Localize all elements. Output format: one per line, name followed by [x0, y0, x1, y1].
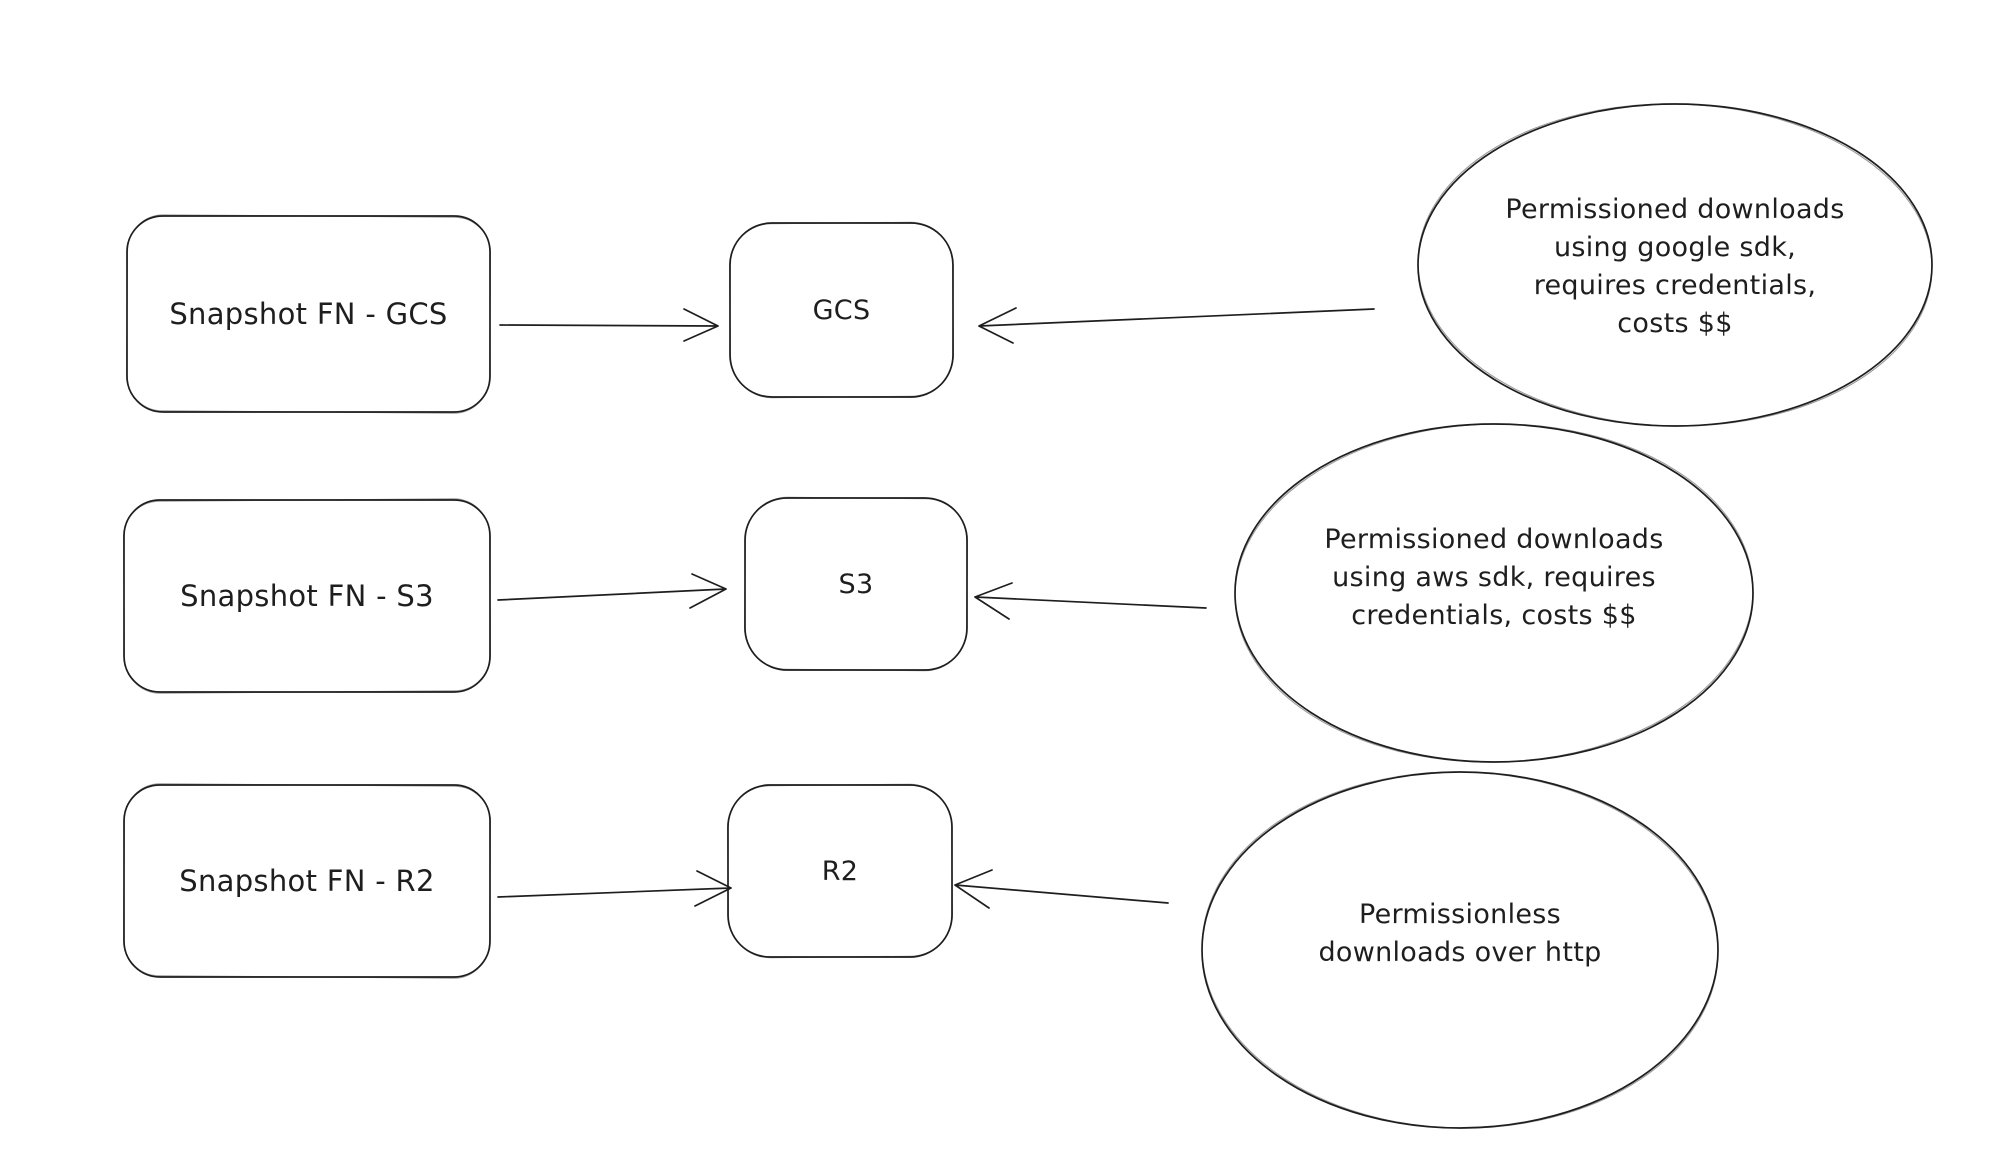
flow-arrow-r2 — [497, 870, 732, 907]
source-box-s3 — [122, 498, 492, 694]
target-box-gcs-label: GCS — [812, 294, 871, 326]
source-box-r2 — [122, 783, 492, 979]
target-box-r2-label: R2 — [821, 855, 859, 887]
note-arrow-gcs — [978, 307, 1375, 344]
note-line: Permissioned downloads — [1324, 524, 1664, 555]
target-box-s3 — [743, 496, 969, 672]
note-text-r2: Permissionless downloads over http — [1220, 896, 1700, 972]
source-box-s3-label: Snapshot FN - S3 — [180, 579, 434, 613]
note-line: using aws sdk, requires — [1332, 562, 1656, 593]
note-arrow-r2 — [954, 869, 1169, 909]
source-box-gcs-label: Snapshot FN - GCS — [169, 297, 448, 331]
flow-arrow-s3 — [497, 573, 727, 609]
note-arrow-s3 — [974, 582, 1207, 620]
note-ellipse-gcs — [1417, 103, 1933, 427]
flow-arrow-gcs — [499, 308, 719, 342]
target-box-r2 — [726, 783, 954, 959]
note-text-s3: Permissioned downloads using aws sdk, re… — [1254, 521, 1734, 635]
note-line: credentials, costs $$ — [1351, 600, 1637, 631]
target-box-s3-label: S3 — [838, 568, 874, 600]
note-line: costs $$ — [1617, 308, 1733, 339]
source-box-r2-label: Snapshot FN - R2 — [179, 864, 435, 898]
note-line: downloads over http — [1318, 937, 1602, 968]
note-text-gcs: Permissioned downloads using google sdk,… — [1435, 191, 1915, 343]
note-line: using google sdk, — [1553, 232, 1797, 263]
note-ellipse-s3 — [1234, 423, 1754, 763]
note-ellipse-r2 — [1201, 771, 1719, 1129]
note-line: Permissionless — [1358, 899, 1562, 930]
note-line: Permissioned downloads — [1505, 194, 1845, 225]
target-box-gcs — [728, 221, 955, 399]
source-box-gcs — [125, 214, 492, 414]
note-line: requires credentials, — [1533, 270, 1817, 301]
